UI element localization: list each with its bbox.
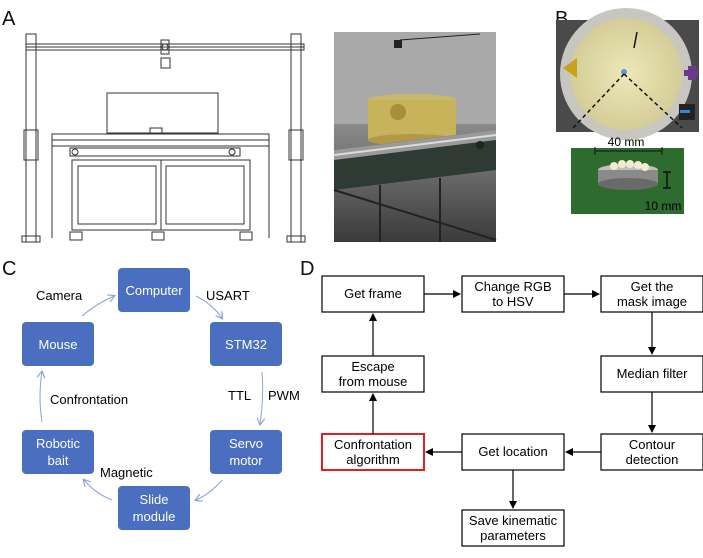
box-save-line1: Save kinematic (469, 513, 558, 528)
node-robotic-bait: Robotic bait (22, 430, 94, 474)
node-servo-line2: motor (229, 453, 263, 468)
box-contour-detection: Contour detection (600, 433, 703, 471)
node-servo-line1: Servo (229, 436, 263, 451)
node-slide-line2: module (133, 509, 176, 524)
apparatus-drawing (21, 33, 306, 243)
box-mask-image: Get the mask image (600, 275, 703, 313)
box-mask-line2: mask image (617, 294, 687, 309)
arrow-stm32-to-servo (260, 371, 263, 424)
arrow-servo-to-slide (196, 479, 223, 500)
box-escape-line2: from mouse (339, 374, 408, 389)
box-rgb-line1: Change RGB (474, 279, 551, 294)
arrow-mouse-to-computer (81, 296, 114, 317)
box-get-frame-label: Get frame (344, 286, 402, 301)
arrow-computer-to-stm32 (195, 295, 222, 318)
box-escape-from-mouse: Escape from mouse (321, 355, 425, 393)
node-slide-module: Slide module (118, 486, 190, 530)
box-change-rgb: Change RGB to HSV (461, 275, 565, 313)
arena-topview-photo (556, 8, 699, 140)
box-save-line2: parameters (480, 528, 546, 543)
edge-label-pwm: PWM (268, 388, 300, 403)
hardware-loop-diagram: Computer STM32 Servo motor Slide module … (22, 268, 300, 530)
node-stm32: STM32 (210, 322, 282, 366)
node-slide-line1: Slide (140, 492, 169, 507)
edge-label-ttl: TTL (228, 388, 251, 403)
node-servo-motor: Servo motor (210, 430, 282, 474)
node-stm32-label: STM32 (225, 337, 267, 352)
arrow-bait-to-mouse (40, 372, 42, 423)
box-contour-line2: detection (626, 452, 679, 467)
diameter-label: 40 mm (608, 135, 645, 149)
box-save-kinematic: Save kinematic parameters (461, 509, 565, 547)
box-algo-line1: Confrontation (334, 437, 412, 452)
node-mouse: Mouse (22, 322, 94, 366)
box-median-filter: Median filter (600, 355, 703, 393)
height-label: 10 mm (645, 199, 682, 213)
processing-flowchart: Get frame Change RGB to HSV Get the mask… (321, 275, 703, 547)
box-location-label: Get location (478, 444, 547, 459)
bait-sideview-photo (571, 148, 684, 214)
box-algo-line2: algorithm (346, 452, 399, 467)
edge-label-magnetic: Magnetic (100, 465, 153, 480)
edge-label-camera: Camera (36, 288, 83, 303)
box-escape-line1: Escape (351, 359, 394, 374)
box-get-frame: Get frame (321, 275, 425, 313)
node-mouse-label: Mouse (38, 337, 77, 352)
apparatus-photo (333, 32, 497, 242)
panel-letter-a: A (2, 8, 16, 30)
node-computer-label: Computer (125, 283, 183, 298)
box-confrontation-algorithm: Confrontation algorithm (321, 433, 425, 471)
panel-letter-d: D (300, 258, 315, 280)
panel-letter-c: C (2, 258, 17, 280)
edge-label-confrontation: Confrontation (50, 392, 128, 407)
node-computer: Computer (118, 268, 190, 312)
node-robotic-line1: Robotic (36, 436, 81, 451)
arrow-slide-to-bait (84, 480, 113, 501)
node-robotic-line2: bait (48, 453, 69, 468)
box-get-location: Get location (461, 433, 565, 471)
box-mask-line1: Get the (631, 279, 674, 294)
edge-label-usart: USART (206, 288, 250, 303)
box-median-label: Median filter (617, 366, 688, 381)
box-contour-line1: Contour (629, 437, 676, 452)
box-rgb-line2: to HSV (492, 294, 534, 309)
